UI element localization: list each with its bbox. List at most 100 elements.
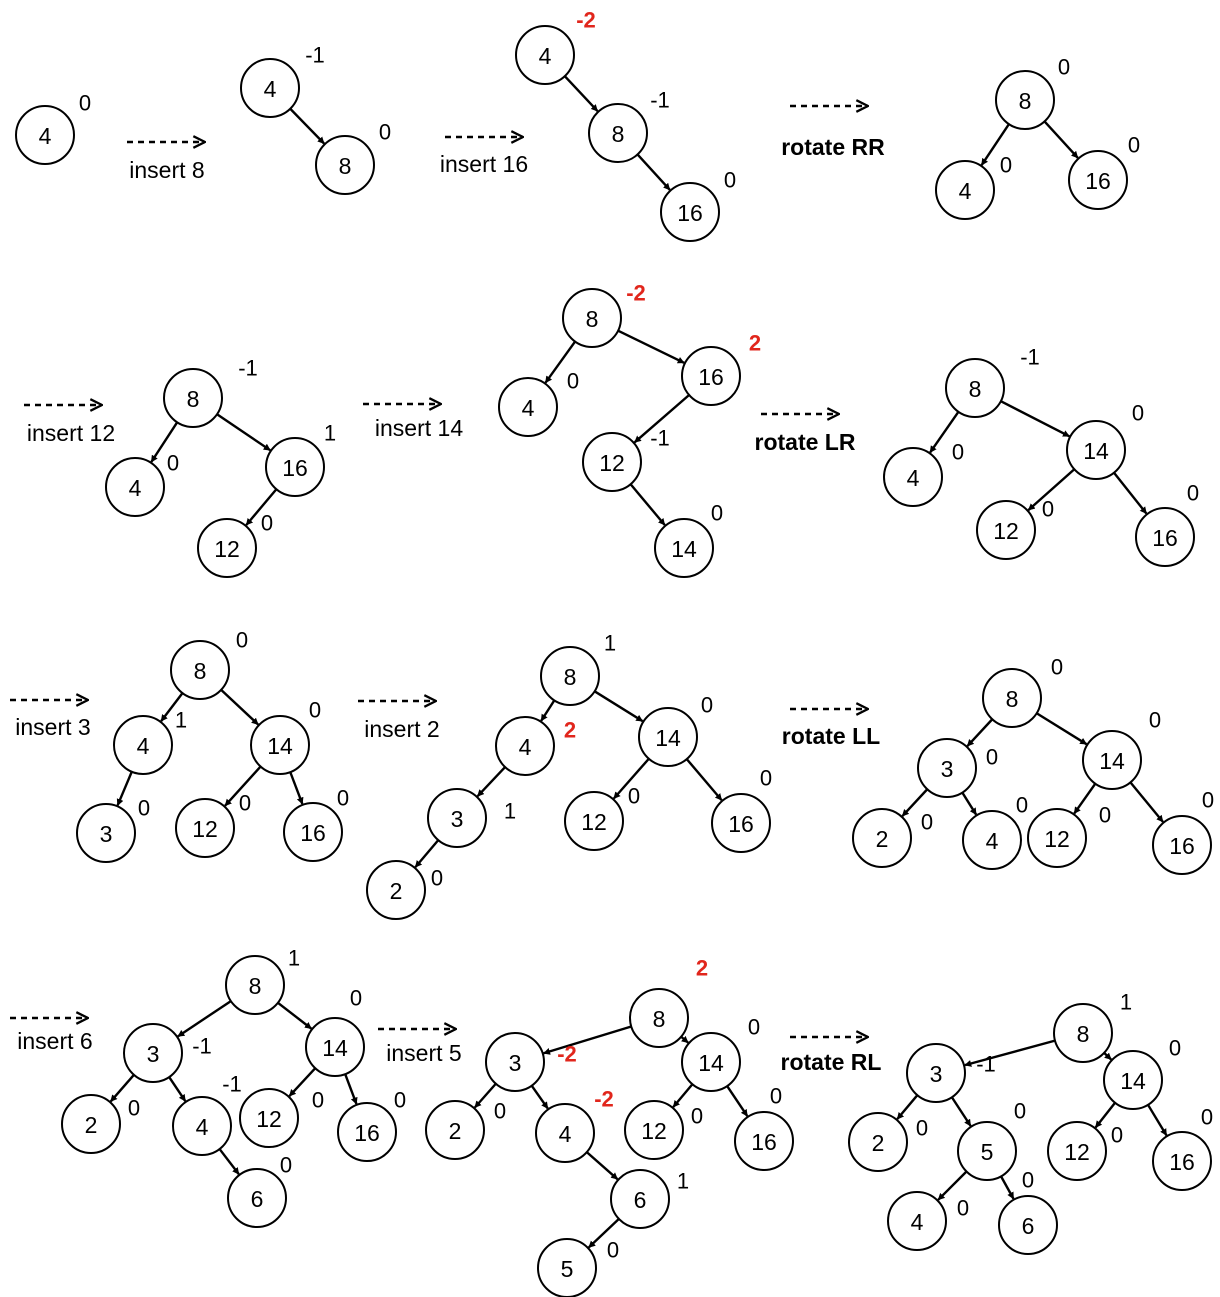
node-value: 16 — [751, 1129, 777, 1155]
node-circle — [1152, 1131, 1212, 1191]
tree-edge — [476, 766, 506, 798]
node-value: 16 — [677, 200, 703, 226]
tree-edge — [937, 1170, 968, 1201]
tree-node: 140 — [250, 698, 321, 775]
node-circle — [681, 346, 741, 406]
balance-factor: 1 — [677, 1169, 689, 1194]
node-value: 12 — [214, 536, 240, 562]
balance-factor: 0 — [1000, 153, 1012, 178]
node-circle — [957, 1121, 1017, 1181]
node-value: 14 — [655, 725, 681, 751]
balance-factor: 0 — [760, 766, 772, 791]
tree-node: 140 — [654, 501, 723, 578]
tree-node: 12-1 — [582, 426, 670, 492]
tree-node: 12 0 — [564, 784, 640, 851]
node-value: 16 — [1085, 168, 1111, 194]
node-value: 16 — [1169, 1149, 1195, 1175]
node-value: 16 — [282, 455, 308, 481]
node-circle — [982, 668, 1042, 728]
tree-node: 50 — [957, 1099, 1026, 1181]
tree-edge — [216, 413, 271, 452]
tree-node: 160 — [1152, 788, 1214, 875]
tree-node: 8-1 — [588, 88, 670, 163]
node-value: 16 — [728, 811, 754, 837]
balance-factor: 1 — [175, 708, 187, 733]
balance-factor: 0 — [494, 1099, 506, 1124]
step-label: insert 2 — [364, 716, 439, 742]
node-circle — [250, 715, 310, 775]
tree-node: 140 — [305, 986, 365, 1077]
balance-factor: 0 — [1014, 1099, 1026, 1124]
balance-factor: 0 — [921, 810, 933, 835]
tree-edge — [277, 1001, 313, 1030]
balance-factor: 0 — [567, 369, 579, 394]
node-circle — [172, 1096, 232, 1156]
node-circle — [917, 738, 977, 798]
balance-factor: -1 — [222, 1072, 242, 1097]
tree-node: 4-1 — [172, 1072, 242, 1156]
tree-node: 160 — [660, 168, 736, 242]
tree-node: 162 — [681, 331, 761, 406]
tree-s2b-edges — [544, 329, 690, 526]
tree-node: 160 — [1068, 133, 1140, 210]
node-circle — [734, 1111, 794, 1171]
tree-edge — [964, 1039, 1056, 1067]
balance-factor: -2 — [626, 281, 646, 306]
node-circle — [1047, 1121, 1107, 1181]
tree-node: 81 — [540, 631, 616, 706]
node-circle — [123, 1023, 183, 1083]
node-circle — [425, 1100, 485, 1160]
node-value: 2 — [872, 1130, 885, 1156]
balance-factor: 0 — [1058, 55, 1070, 80]
tree-node: 3-1 — [906, 1043, 996, 1103]
tree-s2c-edges — [929, 400, 1148, 515]
tree-node: 120 — [976, 497, 1054, 560]
node-circle — [515, 25, 575, 85]
tree-node: 50 — [537, 1238, 619, 1297]
tree-node: 3-1 — [123, 1023, 212, 1083]
tree-node: 8-1 — [945, 345, 1040, 418]
balance-factor: 0 — [261, 511, 273, 536]
balance-factor: 0 — [309, 698, 321, 723]
step-transition: insert 6 — [10, 1018, 93, 1054]
tree-node: 4-1 — [240, 43, 325, 118]
tree-edge — [585, 1151, 619, 1181]
step-transition: rotate RL — [781, 1037, 881, 1075]
tree-node: 120 — [175, 791, 251, 858]
balance-factor: 0 — [986, 745, 998, 770]
node-value: 4 — [959, 178, 972, 204]
tree-node: 40 — [935, 153, 1012, 220]
node-circle — [1027, 808, 1087, 868]
balance-factor: 0 — [628, 784, 640, 809]
step-label: insert 12 — [27, 420, 115, 446]
tree-s3a-edges — [116, 688, 304, 807]
balance-factor: -1 — [650, 426, 670, 451]
balance-factor: 1 — [1120, 990, 1132, 1015]
node-value: 16 — [1152, 525, 1178, 551]
balance-factor: 1 — [504, 799, 516, 824]
node-circle — [998, 1195, 1058, 1255]
tree-edge — [530, 1085, 549, 1110]
node-value: 12 — [581, 809, 607, 835]
node-value: 14 — [1120, 1068, 1146, 1094]
node-circle — [315, 135, 375, 195]
node-value: 14 — [1083, 438, 1109, 464]
node-circle — [105, 457, 165, 517]
tree-node: 12 0 — [197, 511, 273, 578]
step-label: insert 14 — [375, 415, 463, 441]
node-value: 3 — [509, 1050, 522, 1076]
node-value: 3 — [100, 821, 113, 847]
tree-s1d-edges — [980, 120, 1079, 166]
tree-node: 140 — [1103, 1036, 1181, 1110]
step-label: rotate LL — [782, 723, 880, 749]
tree-node: 20 — [848, 1112, 928, 1172]
step-transition: insert 12 — [24, 405, 115, 446]
balance-factor: 0 — [239, 791, 251, 816]
node-value: 5 — [981, 1139, 994, 1165]
tree-node: 60 — [998, 1168, 1058, 1255]
tree-edge — [636, 153, 671, 191]
node-circle — [852, 808, 912, 868]
